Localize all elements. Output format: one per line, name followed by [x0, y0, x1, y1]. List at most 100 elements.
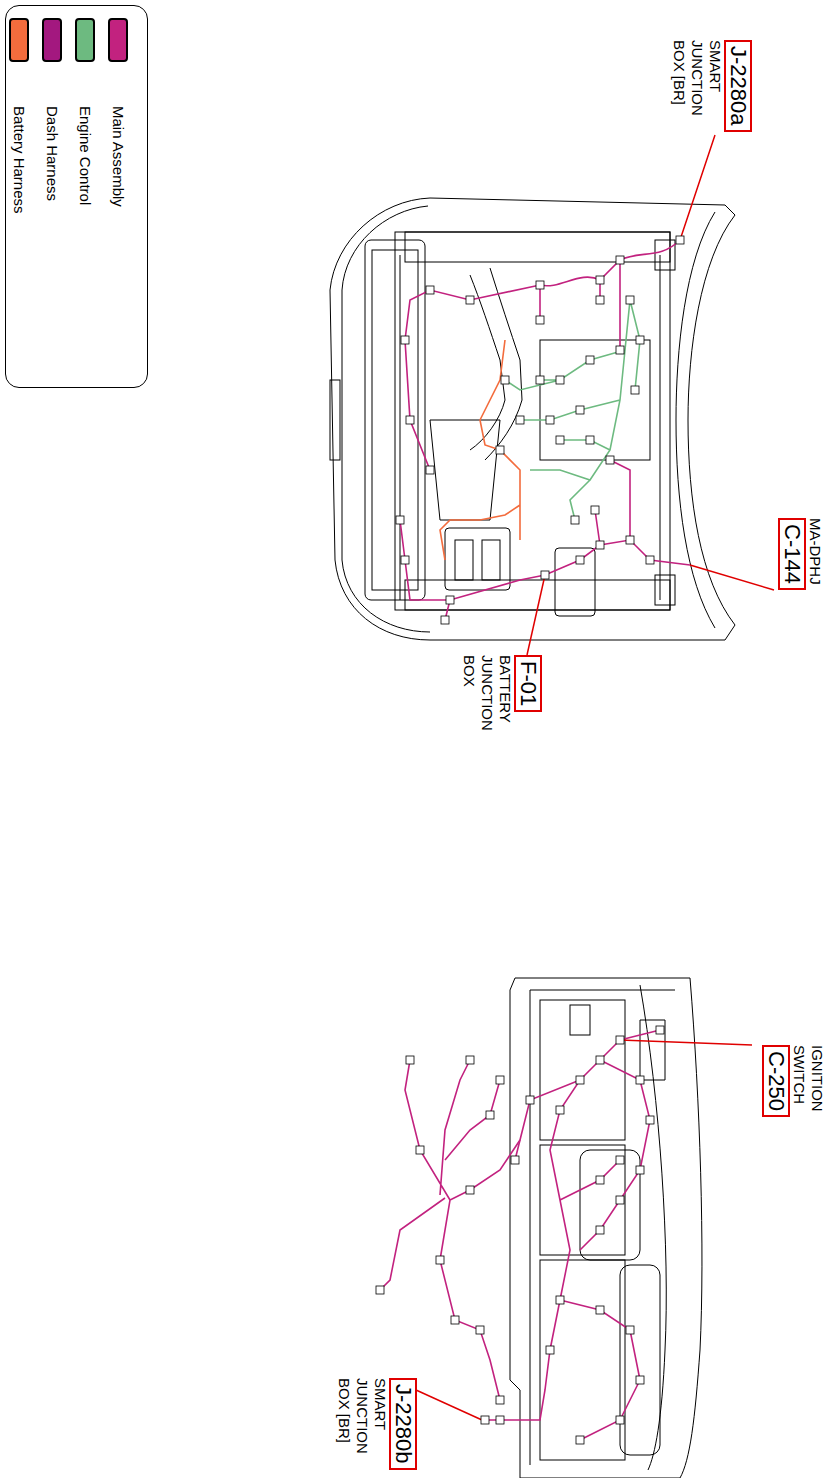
connector-symbol: [436, 1256, 444, 1264]
callout-box: F-01: [514, 655, 542, 712]
connector-symbol: [576, 1436, 584, 1444]
connector-symbol: [446, 596, 454, 604]
connector-symbol: [401, 336, 409, 344]
connector-symbol: [636, 1076, 644, 1084]
connector-symbol: [616, 1036, 624, 1044]
connector-symbol: [596, 1226, 604, 1234]
connector-symbol: [451, 1316, 459, 1324]
connector-symbol: [596, 1056, 604, 1064]
connector-symbol: [616, 1416, 624, 1424]
connector-symbol: [496, 1416, 504, 1424]
part-name: IGNITION SWITCH: [790, 1045, 826, 1145]
connector-symbol: [496, 446, 504, 454]
connector-symbol: [576, 406, 584, 414]
legend-swatch: [43, 18, 63, 62]
connector-symbol: [596, 296, 604, 304]
connector-symbol: [626, 296, 634, 304]
connector-symbol: [636, 1376, 644, 1384]
connector-symbol: [591, 506, 599, 514]
connector-symbol: [536, 316, 544, 324]
connector-symbol: [616, 1196, 624, 1204]
connector-symbol: [396, 516, 404, 524]
connector-symbol: [646, 556, 654, 564]
callout-node: J-2280bSMART JUNCTION BOX [BR]: [335, 1378, 417, 1478]
callout-node: F-01BATTERY JUNCTION BOX: [460, 655, 542, 755]
connector-symbol: [596, 1176, 604, 1184]
connector-symbol: [426, 286, 434, 294]
part-name: BATTERY JUNCTION BOX: [460, 655, 514, 755]
legend-row: Dash Harness: [36, 18, 69, 387]
callout-box: J-2280b: [389, 1378, 417, 1470]
legend-swatch: [76, 18, 96, 62]
connector-symbol: [606, 456, 614, 464]
legend-row: Main Assembly: [102, 18, 135, 387]
connector-symbol: [556, 1296, 564, 1304]
callout-box: J-2280a: [724, 40, 752, 132]
connector-symbol: [466, 296, 474, 304]
connector-symbol: [406, 1056, 414, 1064]
callout-number: J-2280b: [391, 1384, 416, 1464]
connector-symbol: [536, 281, 544, 289]
legend-swatch: [10, 18, 30, 62]
callout-box: C-144: [778, 518, 806, 590]
connector-symbol: [476, 1326, 484, 1334]
connector-symbol: [511, 1156, 519, 1164]
connector-symbol: [556, 436, 564, 444]
connector-symbol: [656, 1026, 664, 1034]
connector-symbol: [546, 1346, 554, 1354]
callout-node: J-2280aSMART JUNCTION BOX [BR]: [670, 40, 752, 140]
connector-symbol: [676, 236, 684, 244]
connector-symbol: [586, 436, 594, 444]
connector-symbol: [401, 556, 409, 564]
connector-symbol: [571, 516, 579, 524]
connector-symbol: [646, 1116, 654, 1124]
connector-symbol: [466, 1186, 474, 1194]
connector-symbol: [426, 466, 434, 474]
connector-symbol: [441, 616, 449, 624]
legend-row: Battery Harness: [3, 18, 36, 387]
connector-symbol: [376, 1286, 384, 1294]
callout-node: MA-DPHJC-144: [778, 518, 824, 618]
connector-symbol: [481, 1416, 489, 1424]
connector-symbol: [496, 1396, 504, 1404]
connector-symbol: [616, 256, 624, 264]
part-name: SMART JUNCTION BOX [BR]: [335, 1378, 389, 1478]
legend-text: Dash Harness: [44, 106, 61, 201]
connector-symbol: [546, 416, 554, 424]
connector-symbol: [636, 336, 644, 344]
legend-row: Engine Control: [69, 18, 102, 387]
legend-swatch: [109, 18, 129, 62]
connector-symbol: [596, 276, 604, 284]
connector-symbol: [556, 1106, 564, 1114]
connector-symbol: [416, 1146, 424, 1154]
connector-symbol: [486, 1111, 494, 1119]
callout-number: F-01: [516, 661, 541, 706]
connector-symbol: [576, 1076, 584, 1084]
connector-symbol: [556, 376, 564, 384]
connector-symbol: [626, 1326, 634, 1334]
connector-symbol: [596, 541, 604, 549]
connector-symbol: [466, 1056, 474, 1064]
callout-number: C-144: [780, 524, 805, 584]
connector-symbol: [586, 356, 594, 364]
connector-symbol: [626, 536, 634, 544]
connector-symbol: [616, 1156, 624, 1164]
legend-text: Battery Harness: [11, 106, 28, 214]
connector-symbol: [631, 386, 639, 394]
connector-symbol: [501, 376, 509, 384]
callout-box: C-250: [762, 1045, 790, 1117]
connector-symbol: [526, 1096, 534, 1104]
part-name: MA-DPHJ: [806, 518, 824, 618]
connector-symbol: [496, 1076, 504, 1084]
legend-text: Main Assembly: [110, 106, 127, 207]
connector-symbol: [406, 416, 414, 424]
callout-number: J-2280a: [726, 46, 751, 126]
connector-symbol: [536, 376, 544, 384]
callout-node: IGNITION SWITCHC-250: [762, 1045, 826, 1145]
connector-symbol: [596, 1306, 604, 1314]
connector-symbol: [616, 346, 624, 354]
connector-symbol: [541, 571, 549, 579]
legend-text: Engine Control: [77, 106, 94, 205]
connector-symbol: [516, 416, 524, 424]
callout-number: C-250: [764, 1051, 789, 1111]
